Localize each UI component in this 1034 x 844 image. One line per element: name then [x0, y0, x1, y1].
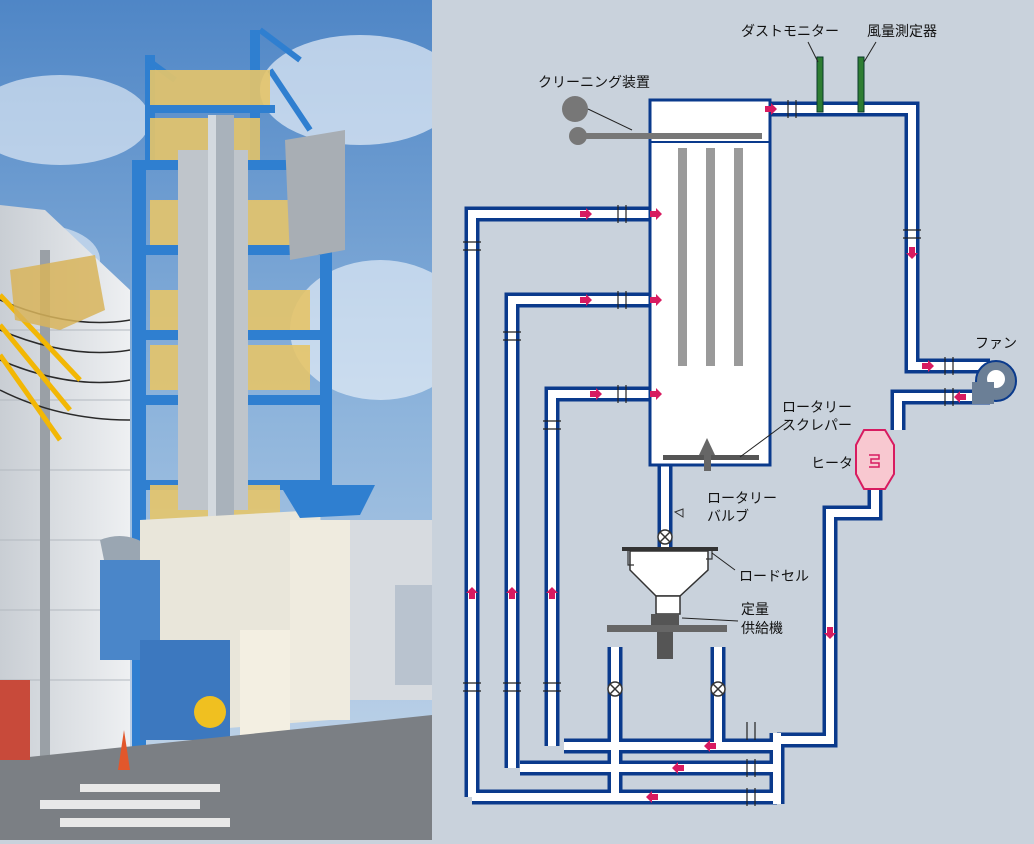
- arrow-icon: [580, 208, 592, 220]
- feeder-rotor: [651, 614, 679, 625]
- arrow-icon: [580, 294, 592, 306]
- load-cell-leader: [711, 552, 736, 571]
- constant-feeder: 定量 供給機: [607, 602, 783, 659]
- valve-motor-icon: [673, 508, 684, 518]
- cleaning-device-label: クリーニング装置: [538, 75, 650, 91]
- load-cell-mount: [627, 551, 634, 566]
- scraper-leader: [739, 419, 791, 458]
- scraper-shaft: [704, 455, 711, 471]
- feeder-leader: [681, 617, 739, 622]
- airflow-meter: 風量測定器: [857, 24, 937, 113]
- valve-icon: [710, 681, 726, 697]
- arrow-icon: [546, 587, 558, 599]
- scraper-hub: [699, 438, 715, 455]
- heater-coil: [869, 454, 880, 468]
- bag-filter-collector: [648, 98, 772, 467]
- load-cell-label: ロードセル: [739, 569, 809, 585]
- arrow-icon: [672, 762, 684, 774]
- hopper-flange: [622, 547, 718, 551]
- cleaning-device-arm: [582, 133, 762, 139]
- arrow-icon: [590, 388, 602, 400]
- rotary-scraper: ロータリー スクレパー: [663, 400, 852, 471]
- facility-photo-image: [0, 0, 432, 840]
- arrow-icon: [704, 740, 716, 752]
- cleaning-device: クリーニング装置: [538, 75, 762, 145]
- cleaning-device-tank: [562, 96, 588, 122]
- feeder-table: [607, 625, 727, 632]
- heater: ヒータ: [811, 429, 895, 490]
- airflow-meter-label: 風量測定器: [867, 24, 937, 40]
- rotary-valve: ロータリー バルブ: [657, 491, 777, 545]
- arrow-icon: [506, 587, 518, 599]
- arrow-icon: [922, 360, 934, 372]
- fan: ファン: [972, 336, 1017, 404]
- heater-label: ヒータ: [811, 456, 853, 472]
- feeder-label-1: 定量: [741, 602, 769, 618]
- rotary-valve-label-1: ロータリー: [707, 491, 777, 507]
- fan-label: ファン: [975, 336, 1017, 352]
- pipe-flanges: [463, 100, 954, 806]
- valve-icon: [607, 681, 623, 697]
- load-cell-mount: [706, 551, 713, 560]
- dust-monitor-label: ダストモニター: [741, 24, 839, 40]
- dust-monitor-leader: [807, 41, 819, 63]
- airflow-meter-leader: [863, 41, 877, 63]
- cleaning-device-motor: [569, 127, 587, 145]
- feeder-leg-valves: [607, 681, 726, 697]
- airflow-meter-probe: [857, 56, 865, 113]
- arrow-icon: [650, 208, 662, 220]
- dust-monitor: ダストモニター: [741, 24, 839, 113]
- arrow-icon: [954, 391, 966, 403]
- filter-bag: [734, 148, 743, 366]
- dust-monitor-probe: [816, 56, 824, 113]
- facility-photo: [0, 0, 432, 840]
- rotary-scraper-label-2: スクレパー: [782, 418, 852, 434]
- arrow-icon: [906, 247, 918, 259]
- cleaning-device-leader: [587, 108, 633, 131]
- feeder-label-2: 供給機: [741, 621, 783, 637]
- filter-bag: [678, 148, 687, 366]
- arrow-icon: [765, 103, 777, 115]
- flow-arrows: [466, 103, 966, 803]
- filter-bag: [706, 148, 715, 366]
- process-flow-diagram: クリーニング装置 ロータリー スクレパー ダストモニター 風量測定器: [432, 0, 1034, 840]
- arrow-icon: [650, 294, 662, 306]
- arrow-icon: [824, 627, 836, 639]
- feeder-motor: [657, 632, 673, 659]
- arrow-icon: [650, 388, 662, 400]
- process-flow-svg: クリーニング装置 ロータリー スクレパー ダストモニター 風量測定器: [432, 0, 1034, 840]
- load-cell-hopper: ロードセル: [622, 547, 809, 615]
- arrow-icon: [466, 587, 478, 599]
- fan-outlet: [972, 382, 994, 404]
- arrow-icon: [646, 791, 658, 803]
- rotary-valve-label-2: バルブ: [707, 508, 749, 525]
- hopper-outlet: [655, 595, 681, 615]
- rotary-scraper-label-1: ロータリー: [782, 400, 852, 416]
